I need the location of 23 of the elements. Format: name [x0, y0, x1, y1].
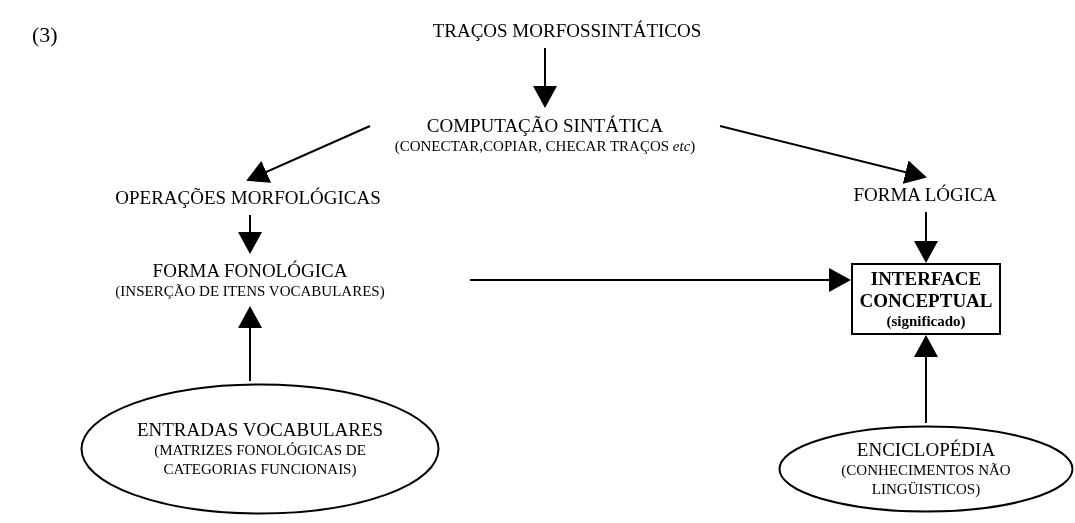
node-title: TRAÇOS MORFOSSINTÁTICOS: [432, 20, 702, 42]
node-title: FORMA LÓGICA: [853, 184, 997, 206]
arrow: [246, 125, 371, 183]
node-title: COMPUTAÇÃO SINTÁTICA: [426, 114, 664, 137]
arrow: [719, 125, 927, 184]
arrow: [914, 335, 938, 424]
arrow: [469, 268, 851, 292]
node-subtitle: (significado): [886, 311, 966, 331]
node-subtitle: (CONHECIMENTOS NÃO LINGÜISTICOS): [840, 461, 1012, 499]
node-subtitle: (MATRIZES FONOLÓGICAS DE CATEGORIAS FUNCIONAIS): [153, 441, 367, 479]
arrow: [238, 306, 262, 382]
node-title: ENCICLOPÉDIA: [855, 439, 997, 461]
node-title: FORMA FONOLÓGICA: [152, 259, 348, 282]
node-subtitle: (INSERÇÃO DE ITENS VOCABULARES): [115, 281, 385, 301]
interface-box: [851, 263, 1001, 335]
node-subtitle: (CONECTAR,COPIAR, CHECAR TRAÇOS etc): [394, 136, 696, 156]
node-title: INTERFACE CONCEPTUAL: [858, 267, 994, 312]
node-title: ENTRADAS VOCABULARES: [135, 419, 385, 441]
example-number: (3): [32, 22, 58, 48]
node-title: OPERAÇÕES MORFOLÓGICAS: [115, 187, 381, 209]
arrow: [533, 47, 557, 108]
arrow: [238, 214, 262, 254]
arrow: [914, 211, 938, 263]
